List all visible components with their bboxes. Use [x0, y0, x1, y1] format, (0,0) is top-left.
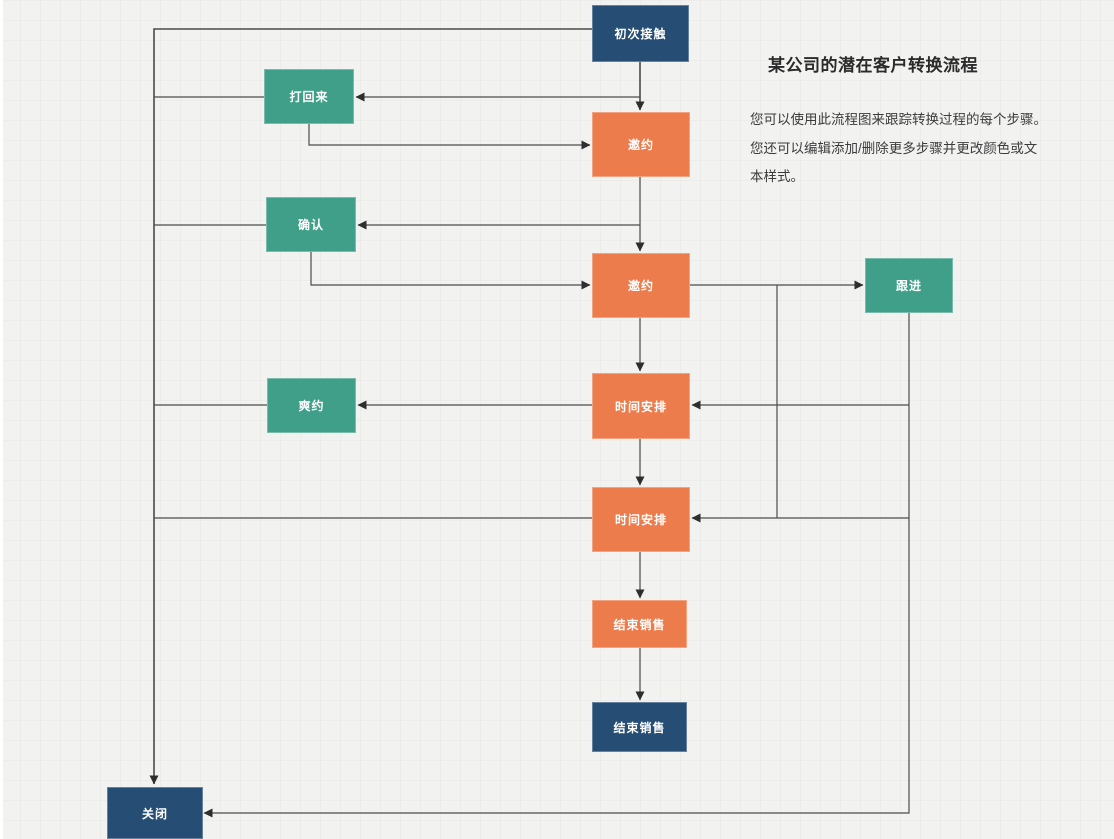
diagram-title: 某公司的潜在客户转换流程 [768, 56, 978, 75]
node-invite-2[interactable]: 邀约 [592, 253, 690, 318]
node-sale-ended[interactable]: 结束销售 [592, 702, 687, 752]
edge-first-contact-to-close-rail [149, 28, 592, 785]
description-line: 您还可以编辑添加/删除更多步骤并更改颜色或文 [750, 140, 1038, 156]
node-no-show[interactable]: 爽约 [267, 378, 356, 433]
edge-call-back-to-invite-1 [308, 124, 591, 150]
diagram-description: 您可以使用此流程图来跟踪转换过程的每个步骤。 您还可以编辑添加/删除更多步骤并更… [750, 106, 1090, 192]
node-schedule-2[interactable]: 时间安排 [592, 487, 690, 552]
node-schedule-1[interactable]: 时间安排 [592, 373, 690, 439]
node-follow-up[interactable]: 跟进 [865, 258, 953, 313]
edge-confirm-to-invite-2 [310, 252, 591, 290]
canvas-left-edge [0, 0, 3, 839]
node-call-back[interactable]: 打回来 [264, 69, 354, 124]
description-line: 本样式。 [750, 169, 804, 184]
node-confirm[interactable]: 确认 [266, 197, 356, 252]
node-close[interactable]: 关闭 [107, 787, 203, 839]
description-line: 您可以使用此流程图来跟踪转换过程的每个步骤。 [750, 112, 1047, 127]
node-invite-1[interactable]: 邀约 [592, 112, 690, 177]
node-close-sale[interactable]: 结束销售 [592, 600, 687, 648]
node-first-contact[interactable]: 初次接触 [592, 5, 689, 62]
